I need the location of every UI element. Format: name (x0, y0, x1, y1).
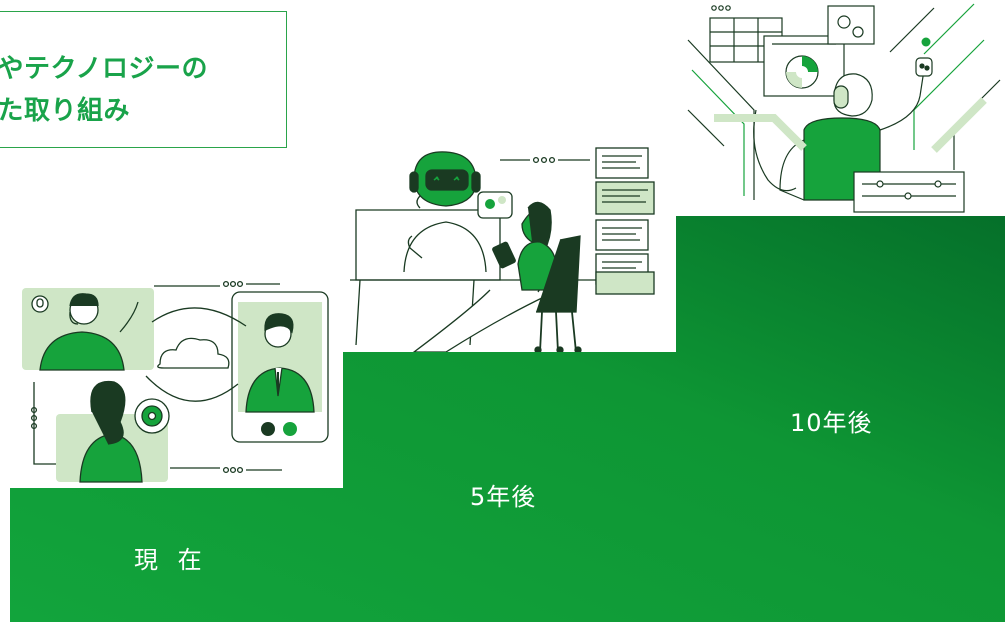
stage-label-present: 現 在 (134, 546, 208, 574)
ten-years-illustration (687, 3, 1001, 213)
heading-line-1: 化やテクノロジーの (0, 54, 208, 84)
present-illustration (22, 280, 329, 483)
stage-label-five-years: 5年後 (470, 483, 537, 511)
stage-label-ten-years: 10年後 (790, 409, 873, 437)
heading-box: 化やテクノロジーの えた取り組み (0, 11, 287, 148)
five-years-illustration (350, 147, 655, 352)
stair-steps (10, 216, 1005, 622)
heading-line-2: えた取り組み (0, 96, 131, 126)
